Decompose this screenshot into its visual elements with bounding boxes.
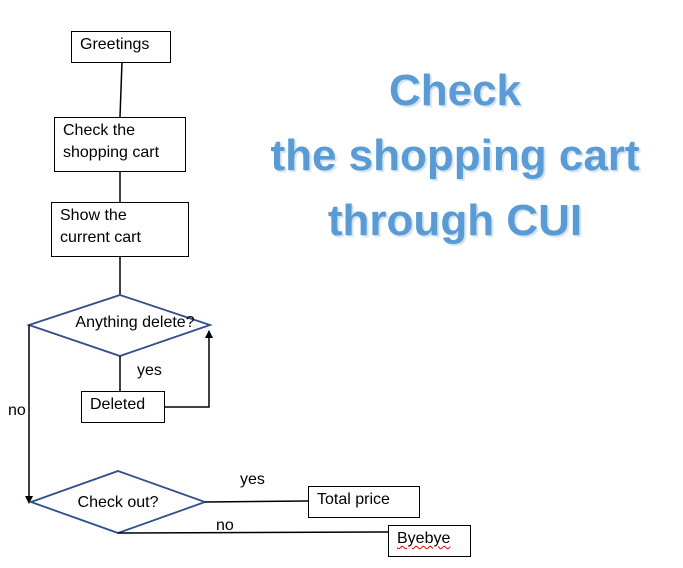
- connector-greetings-check: [119, 61, 123, 118]
- connector-checkout-no: [117, 531, 389, 534]
- edge-label-checkout-no: no: [216, 517, 234, 534]
- node-greetings: Greetings: [71, 31, 171, 63]
- node-total-price: Total price: [308, 486, 420, 518]
- byebye-text: Byebye: [397, 530, 451, 547]
- decision-label-checkout: Check out?: [77, 494, 159, 511]
- node-show-cart: Show the current cart: [51, 202, 189, 257]
- title-line-3: through CUI: [327, 196, 583, 245]
- edge-label-delete-yes: yes: [137, 362, 162, 379]
- node-check-cart: Check the shopping cart: [54, 117, 186, 172]
- decision-label-delete: Anything delete?: [75, 314, 195, 331]
- diagram-title: Check the shopping cart through CUI: [230, 58, 680, 253]
- connector-checkout-yes: [204, 500, 309, 503]
- node-deleted: Deleted: [81, 391, 165, 423]
- edge-label-checkout-yes: yes: [240, 471, 265, 488]
- edge-label-delete-no: no: [8, 402, 26, 419]
- node-byebye: Byebye: [388, 525, 471, 557]
- connector-deleted-loop: [164, 330, 213, 408]
- title-line-2: the shopping cart: [270, 131, 640, 180]
- title-line-1: Check: [388, 66, 522, 115]
